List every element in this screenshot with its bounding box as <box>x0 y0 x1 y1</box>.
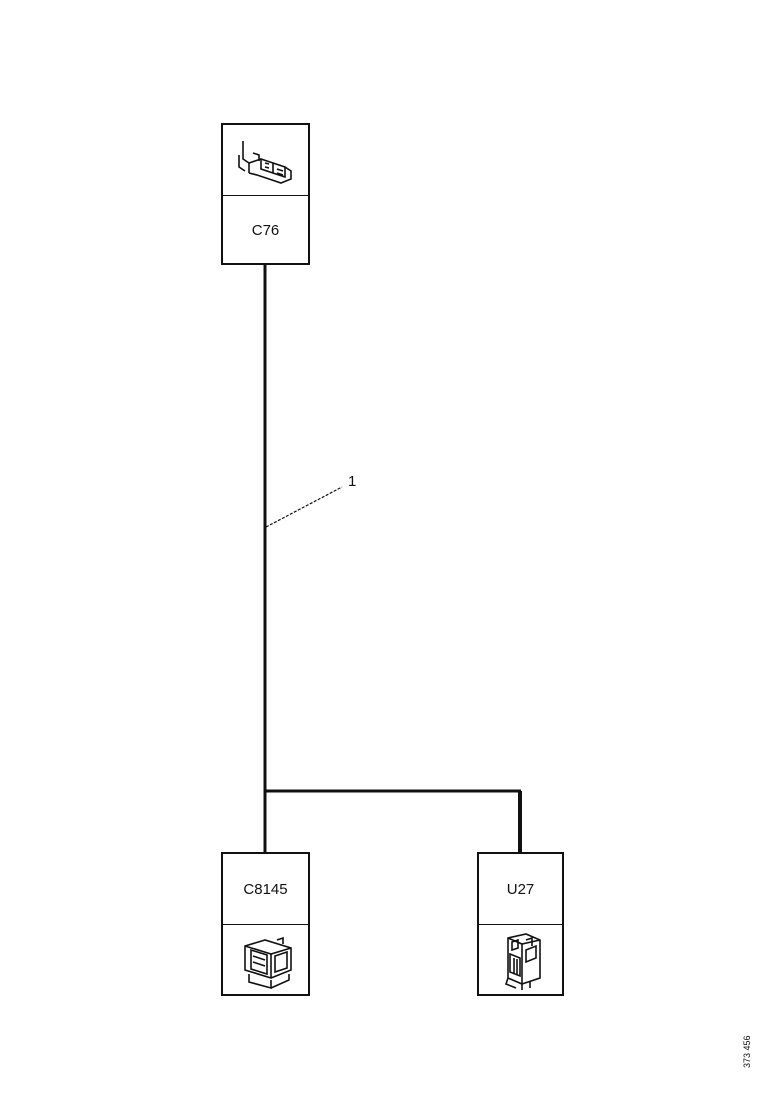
connector-u27-label: U27 <box>506 880 535 898</box>
reference-number: 373 456 <box>742 1035 752 1068</box>
wire-label: 1 <box>348 473 357 490</box>
connector-u27-label-cell: U27 <box>479 854 562 924</box>
wire-leader-line <box>265 486 343 528</box>
connector-u27-image <box>479 924 562 996</box>
connector-c8145-label-cell: C8145 <box>223 854 308 924</box>
connector-c76-image <box>223 125 308 195</box>
connector-c8145-image <box>223 924 308 996</box>
connector-plug-icon <box>237 140 292 184</box>
connector-module-icon <box>504 932 541 990</box>
connector-c76-label-cell: C76 <box>223 195 308 265</box>
connector-c76: C76 <box>221 123 310 265</box>
connector-c8145: C8145 <box>221 852 310 996</box>
connector-socket-icon <box>243 936 292 989</box>
connector-c8145-label: C8145 <box>243 880 288 898</box>
connector-c76-label: C76 <box>251 222 280 239</box>
connector-u27: U27 <box>477 852 564 996</box>
